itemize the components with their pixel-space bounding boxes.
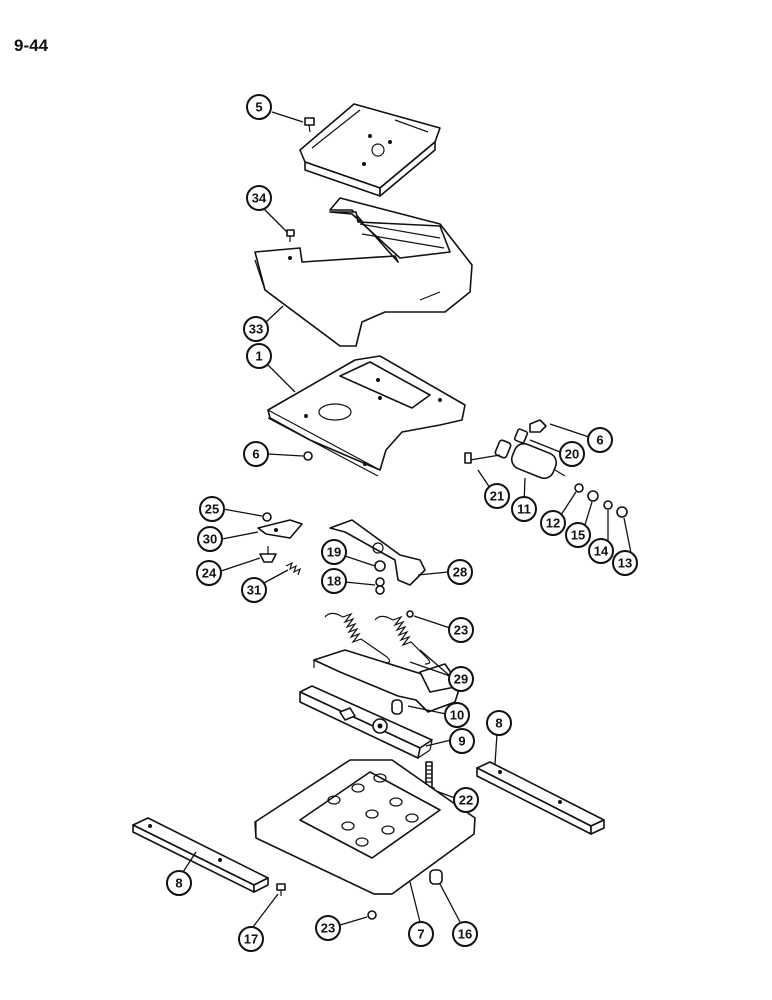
callout-12: 12 (540, 510, 566, 536)
callout-9: 9 (449, 728, 475, 754)
callout-25: 25 (199, 496, 225, 522)
callout-22: 22 (453, 787, 479, 813)
callout-14: 14 (588, 538, 614, 564)
callout-5: 5 (246, 94, 272, 120)
svg-text:22: 22 (459, 793, 473, 808)
svg-text:23: 23 (454, 623, 468, 638)
callout-11: 11 (511, 496, 537, 522)
leader-lines (182, 111, 633, 928)
svg-text:8: 8 (175, 876, 182, 891)
svg-text:10: 10 (450, 708, 464, 723)
seat-cover-shell (254, 197, 473, 347)
nut-6-lower (303, 451, 313, 461)
svg-text:28: 28 (453, 565, 467, 580)
svg-text:29: 29 (454, 672, 468, 687)
callout-19: 19 (321, 539, 347, 565)
svg-text:15: 15 (571, 528, 585, 543)
svg-text:31: 31 (247, 583, 261, 598)
svg-text:18: 18 (327, 574, 341, 589)
svg-text:34: 34 (252, 191, 267, 206)
svg-text:23: 23 (321, 921, 335, 936)
callout-28: 28 (447, 559, 473, 585)
callout-29: 29 (448, 666, 474, 692)
callout-13: 13 (612, 550, 638, 576)
callout-18: 18 (321, 568, 347, 594)
callout-20: 20 (559, 441, 585, 467)
side-rail-left (132, 817, 269, 893)
callout-17: 17 (238, 926, 264, 952)
svg-text:24: 24 (202, 566, 217, 581)
callout-15: 15 (565, 522, 591, 548)
callout-23-lower: 23 (315, 915, 341, 941)
side-rail-right (476, 761, 605, 835)
lower-base-frame (254, 759, 476, 895)
svg-text:16: 16 (458, 927, 472, 942)
shock-absorber-assembly (464, 419, 628, 518)
callout-8-left: 8 (166, 870, 192, 896)
callout-31: 31 (241, 577, 267, 603)
svg-text:9: 9 (458, 734, 465, 749)
svg-text:21: 21 (490, 489, 504, 504)
svg-text:14: 14 (594, 544, 609, 559)
svg-text:33: 33 (249, 322, 263, 337)
callout-1: 1 (246, 343, 272, 369)
callout-6-upper: 6 (587, 427, 613, 453)
callout-7: 7 (408, 921, 434, 947)
callout-21: 21 (484, 483, 510, 509)
svg-text:7: 7 (417, 927, 424, 942)
base-plate (267, 355, 466, 477)
svg-text:13: 13 (618, 556, 632, 571)
page-number: 9-44 (14, 36, 49, 55)
callout-6-lower: 6 (243, 441, 269, 467)
screw-17 (276, 883, 286, 896)
nut-23-lower (367, 910, 377, 920)
lever-bracket-assembly (257, 512, 303, 576)
slide-rail (299, 685, 433, 759)
callout-24: 24 (196, 560, 222, 586)
callout-10: 10 (444, 702, 470, 728)
svg-text:5: 5 (255, 100, 262, 115)
svg-text:11: 11 (517, 502, 531, 517)
plug-16 (429, 869, 443, 885)
callout-8-right: 8 (486, 710, 512, 736)
svg-text:6: 6 (596, 433, 603, 448)
top-mounting-plate (299, 103, 441, 197)
callout-34: 34 (246, 185, 272, 211)
svg-text:12: 12 (546, 516, 560, 531)
svg-text:6: 6 (252, 447, 259, 462)
callout-16: 16 (452, 921, 478, 947)
svg-text:17: 17 (244, 932, 258, 947)
callout-30: 30 (197, 526, 223, 552)
svg-text:25: 25 (205, 502, 219, 517)
screw-34 (286, 229, 295, 242)
callout-23-upper: 23 (448, 617, 474, 643)
svg-text:1: 1 (255, 349, 262, 364)
svg-text:19: 19 (327, 545, 341, 560)
svg-text:20: 20 (565, 447, 579, 462)
screw-5 (304, 117, 315, 133)
callout-33: 33 (243, 316, 269, 342)
tension-springs (324, 610, 431, 665)
svg-text:8: 8 (495, 716, 502, 731)
svg-text:30: 30 (203, 532, 217, 547)
